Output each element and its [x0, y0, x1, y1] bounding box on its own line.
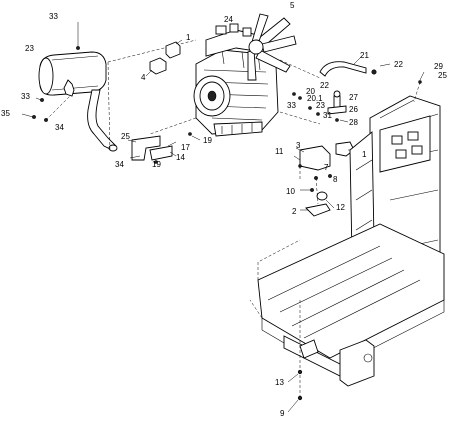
bolts-left	[21, 22, 80, 122]
callout-8: 8	[333, 175, 338, 184]
callout-3: 3	[296, 141, 301, 150]
callout-5: 5	[290, 1, 295, 10]
callout-17: 17	[181, 143, 190, 152]
callout-30: 31	[323, 111, 332, 120]
muffler-assembly	[38, 51, 118, 152]
callout-7: 7	[324, 163, 329, 172]
callout-19-left: 19	[152, 160, 161, 169]
callout-35: 35	[1, 109, 10, 118]
callout-27: 25	[438, 71, 447, 80]
hose	[319, 55, 391, 77]
callout-31: 33	[287, 101, 296, 110]
callout-11: 11	[275, 147, 284, 156]
callout-13: 13	[275, 378, 284, 387]
callout-23: 23	[25, 44, 34, 53]
callout-33-mid: 33	[21, 92, 30, 101]
fan	[247, 13, 297, 81]
callout-29: 29	[434, 62, 443, 71]
callout-20: 20	[306, 87, 315, 96]
lower-fasteners	[287, 300, 303, 413]
callout-14: 14	[176, 153, 185, 162]
callout-12: 12	[336, 203, 345, 212]
callout-19-right: 19	[203, 136, 212, 145]
callout-9: 9	[280, 409, 285, 418]
callout-25: 26	[349, 105, 358, 114]
hardware-cluster-right	[292, 90, 349, 123]
callout-33-low: 34	[55, 123, 64, 132]
callout-15: 23	[316, 101, 325, 110]
callout-24: 25	[121, 132, 130, 141]
engine	[193, 13, 297, 137]
callout-20-1: 20.1	[307, 94, 323, 103]
callout-34: 34	[115, 160, 124, 169]
callout-22-right: 22	[394, 60, 403, 69]
callout-1-right: 1	[362, 150, 367, 159]
frame	[249, 95, 445, 387]
callout-21: 21	[360, 51, 369, 60]
engine-mount-brackets-left	[127, 132, 201, 164]
callout-2: 2	[292, 207, 297, 216]
callout-28: 28	[349, 118, 358, 127]
callout-33-top: 33	[49, 12, 58, 21]
callout-4: 4	[141, 73, 146, 82]
callout-1-top: 1	[186, 33, 191, 42]
callout-10: 10	[286, 187, 295, 196]
upper-right-fasteners	[413, 71, 425, 103]
callout-22-mid: 22	[320, 81, 329, 90]
callout-26: 27	[349, 93, 358, 102]
callout-16: 24	[224, 15, 233, 24]
upper-brackets	[145, 39, 183, 77]
